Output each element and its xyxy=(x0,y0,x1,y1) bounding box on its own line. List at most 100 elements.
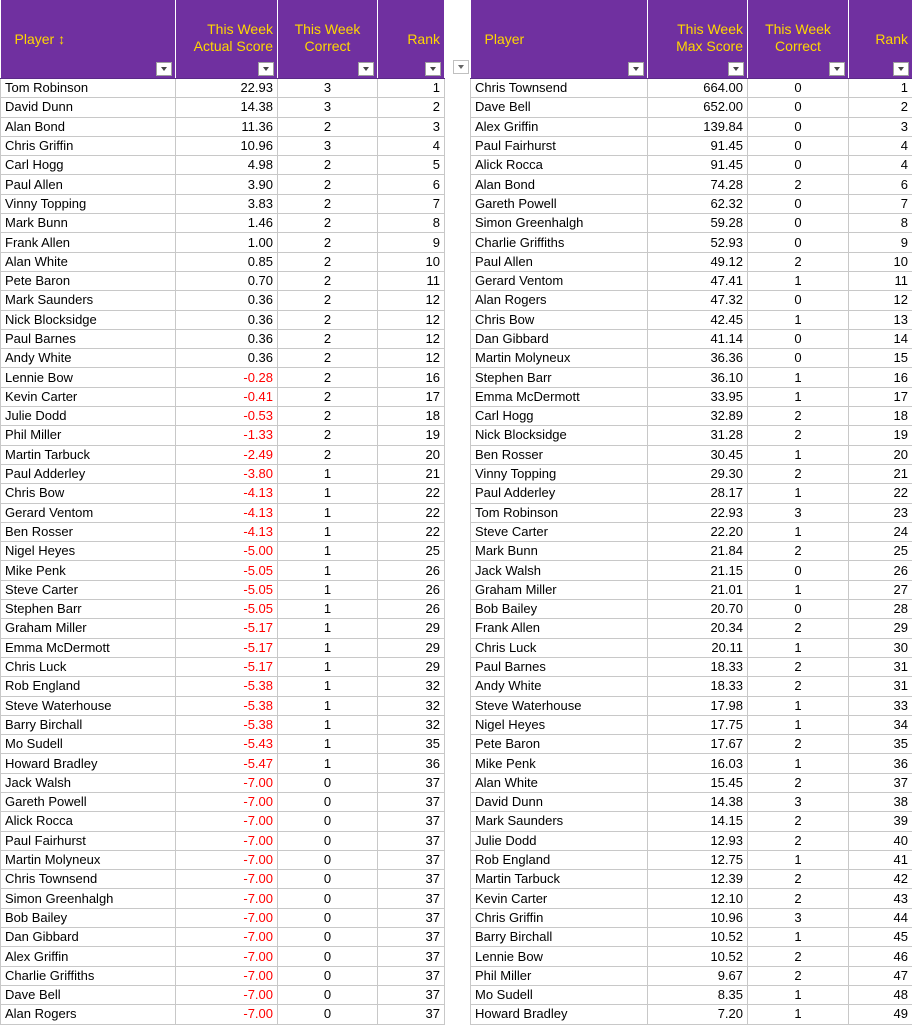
filter-dropdown-icon[interactable] xyxy=(829,62,845,76)
cell-player[interactable]: Vinny Topping xyxy=(1,194,176,213)
cell-player[interactable]: Frank Allen xyxy=(471,619,648,638)
cell-correct[interactable]: 0 xyxy=(748,349,849,368)
cell-player[interactable]: Nick Blocksidge xyxy=(1,310,176,329)
cell-rank[interactable]: 7 xyxy=(378,194,445,213)
cell-correct[interactable]: 2 xyxy=(748,812,849,831)
cell-correct[interactable]: 0 xyxy=(748,79,849,98)
cell-score[interactable]: 47.32 xyxy=(648,291,748,310)
cell-rank[interactable]: 37 xyxy=(378,928,445,947)
cell-correct[interactable]: 0 xyxy=(278,889,378,908)
cell-score[interactable]: -7.00 xyxy=(176,889,278,908)
cell-rank[interactable]: 12 xyxy=(849,291,912,310)
cell-rank[interactable]: 30 xyxy=(849,638,912,657)
cell-score[interactable]: 17.67 xyxy=(648,735,748,754)
cell-score[interactable]: 36.36 xyxy=(648,349,748,368)
cell-score[interactable]: 8.35 xyxy=(648,985,748,1004)
cell-rank[interactable]: 32 xyxy=(378,696,445,715)
cell-score[interactable]: -7.00 xyxy=(176,850,278,869)
cell-player[interactable]: Chris Townsend xyxy=(471,79,648,98)
filter-dropdown-icon[interactable] xyxy=(156,62,172,76)
cell-score[interactable]: -0.53 xyxy=(176,407,278,426)
cell-rank[interactable]: 12 xyxy=(378,310,445,329)
cell-correct[interactable]: 0 xyxy=(278,850,378,869)
cell-player[interactable]: Paul Barnes xyxy=(471,657,648,676)
cell-score[interactable]: -5.38 xyxy=(176,715,278,734)
cell-player[interactable]: David Dunn xyxy=(1,98,176,117)
cell-correct[interactable]: 2 xyxy=(748,657,849,676)
cell-rank[interactable]: 25 xyxy=(378,542,445,561)
cell-player[interactable]: Paul Fairhurst xyxy=(1,831,176,850)
cell-player[interactable]: Rob England xyxy=(1,677,176,696)
cell-player[interactable]: Alan Rogers xyxy=(1,1005,176,1024)
cell-rank[interactable]: 7 xyxy=(849,194,912,213)
filter-dropdown-icon[interactable] xyxy=(628,62,644,76)
cell-correct[interactable]: 2 xyxy=(748,252,849,271)
cell-rank[interactable]: 26 xyxy=(849,561,912,580)
cell-score[interactable]: 0.85 xyxy=(176,252,278,271)
cell-rank[interactable]: 6 xyxy=(849,175,912,194)
cell-player[interactable]: Tom Robinson xyxy=(471,503,648,522)
cell-score[interactable]: 10.96 xyxy=(648,908,748,927)
cell-player[interactable]: Paul Allen xyxy=(471,252,648,271)
cell-rank[interactable]: 24 xyxy=(849,522,912,541)
cell-player[interactable]: Gareth Powell xyxy=(471,194,648,213)
cell-correct[interactable]: 2 xyxy=(278,349,378,368)
cell-player[interactable]: David Dunn xyxy=(471,792,648,811)
cell-rank[interactable]: 32 xyxy=(378,677,445,696)
filter-dropdown-icon[interactable] xyxy=(728,62,744,76)
cell-correct[interactable]: 3 xyxy=(748,792,849,811)
cell-score[interactable]: 32.89 xyxy=(648,407,748,426)
cell-correct[interactable]: 0 xyxy=(278,831,378,850)
cell-player[interactable]: Stephen Barr xyxy=(1,600,176,619)
cell-player[interactable]: Nick Blocksidge xyxy=(471,426,648,445)
cell-correct[interactable]: 1 xyxy=(748,522,849,541)
cell-rank[interactable]: 6 xyxy=(378,175,445,194)
cell-score[interactable]: 30.45 xyxy=(648,445,748,464)
cell-player[interactable]: Pete Baron xyxy=(471,735,648,754)
cell-score[interactable]: -5.17 xyxy=(176,638,278,657)
cell-score[interactable]: 22.93 xyxy=(648,503,748,522)
cell-score[interactable]: 21.15 xyxy=(648,561,748,580)
header-rank[interactable]: Rank xyxy=(849,0,912,79)
cell-correct[interactable]: 1 xyxy=(748,696,849,715)
cell-correct[interactable]: 0 xyxy=(278,908,378,927)
cell-rank[interactable]: 3 xyxy=(378,117,445,136)
cell-rank[interactable]: 26 xyxy=(378,561,445,580)
cell-rank[interactable]: 43 xyxy=(849,889,912,908)
cell-score[interactable]: 21.01 xyxy=(648,580,748,599)
cell-rank[interactable]: 37 xyxy=(378,908,445,927)
cell-score[interactable]: 18.33 xyxy=(648,677,748,696)
cell-rank[interactable]: 15 xyxy=(849,349,912,368)
cell-score[interactable]: 12.39 xyxy=(648,870,748,889)
cell-score[interactable]: 12.10 xyxy=(648,889,748,908)
cell-player[interactable]: Chris Griffin xyxy=(471,908,648,927)
cell-rank[interactable]: 21 xyxy=(378,464,445,483)
cell-rank[interactable]: 16 xyxy=(378,368,445,387)
cell-player[interactable]: Mark Saunders xyxy=(471,812,648,831)
cell-rank[interactable]: 33 xyxy=(849,696,912,715)
cell-rank[interactable]: 27 xyxy=(849,580,912,599)
cell-score[interactable]: 9.67 xyxy=(648,966,748,985)
cell-rank[interactable]: 36 xyxy=(378,754,445,773)
cell-rank[interactable]: 22 xyxy=(849,484,912,503)
cell-player[interactable]: Lennie Bow xyxy=(471,947,648,966)
cell-correct[interactable]: 2 xyxy=(748,677,849,696)
cell-score[interactable]: 0.36 xyxy=(176,310,278,329)
cell-score[interactable]: 62.32 xyxy=(648,194,748,213)
cell-player[interactable]: Vinny Topping xyxy=(471,464,648,483)
cell-rank[interactable]: 1 xyxy=(849,79,912,98)
cell-correct[interactable]: 2 xyxy=(278,329,378,348)
cell-score[interactable]: 49.12 xyxy=(648,252,748,271)
cell-rank[interactable]: 9 xyxy=(378,233,445,252)
cell-correct[interactable]: 2 xyxy=(748,464,849,483)
cell-score[interactable]: -5.17 xyxy=(176,619,278,638)
cell-rank[interactable]: 37 xyxy=(378,792,445,811)
cell-rank[interactable]: 13 xyxy=(849,310,912,329)
cell-correct[interactable]: 1 xyxy=(278,619,378,638)
cell-player[interactable]: Ben Rosser xyxy=(1,522,176,541)
cell-player[interactable]: Charlie Griffiths xyxy=(471,233,648,252)
filter-dropdown-icon[interactable] xyxy=(358,62,374,76)
cell-player[interactable]: Simon Greenhalgh xyxy=(1,889,176,908)
